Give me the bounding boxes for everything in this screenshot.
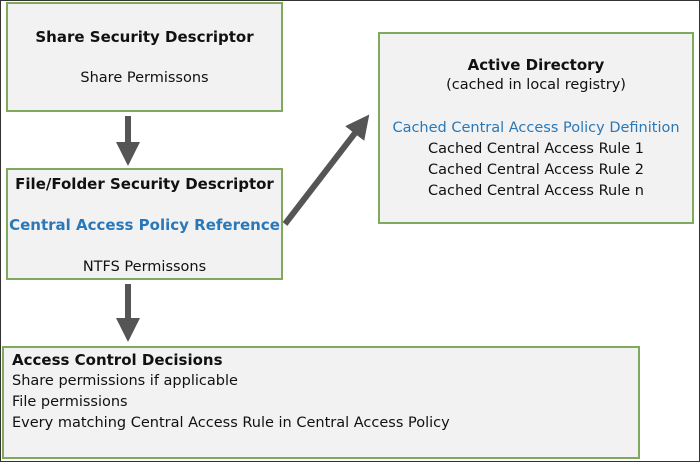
cached-policy-definition: Cached Central Access Policy Definition bbox=[392, 120, 680, 136]
ad-box-title: Active Directory bbox=[467, 56, 605, 74]
cached-rule-n: Cached Central Access Rule n bbox=[428, 183, 644, 199]
ad-box-subtitle: (cached in local registry) bbox=[446, 77, 626, 93]
share-security-descriptor-box: Share Security Descriptor Share Permisso… bbox=[6, 2, 283, 112]
central-access-policy-reference: Central Access Policy Reference bbox=[9, 216, 280, 234]
share-box-subtitle: Share Permissons bbox=[80, 70, 209, 86]
acd-box-title: Access Control Decisions bbox=[12, 351, 223, 369]
active-directory-box: Active Directory (cached in local regist… bbox=[378, 32, 694, 224]
share-box-title: Share Security Descriptor bbox=[35, 28, 254, 46]
cached-rule-2: Cached Central Access Rule 2 bbox=[428, 162, 644, 178]
file-box-title: File/Folder Security Descriptor bbox=[15, 175, 274, 193]
file-folder-security-descriptor-box: File/Folder Security Descriptor Central … bbox=[6, 168, 283, 280]
cached-rule-1: Cached Central Access Rule 1 bbox=[428, 141, 644, 157]
acd-item-file: File permissions bbox=[12, 394, 128, 410]
access-control-decisions-box: Access Control Decisions Share permissio… bbox=[2, 346, 640, 459]
ntfs-permissions-label: NTFS Permissons bbox=[82, 259, 207, 275]
acd-item-share: Share permissions if applicable bbox=[12, 373, 238, 389]
acd-item-central-rule: Every matching Central Access Rule in Ce… bbox=[12, 415, 450, 431]
